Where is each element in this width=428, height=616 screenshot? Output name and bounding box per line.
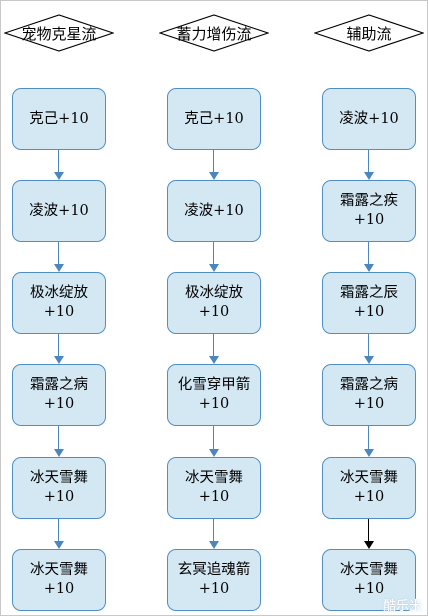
arrow-head bbox=[364, 541, 374, 549]
node-label: 冰天雪舞+10 bbox=[30, 562, 88, 597]
arrow-line bbox=[58, 519, 60, 542]
arrow-head bbox=[364, 449, 374, 457]
node-charge-damage-2: 凌波+10 bbox=[167, 180, 261, 242]
arrow-pet-counter-2-to-3 bbox=[54, 242, 64, 272]
node-pet-counter-5: 冰天雪舞+10 bbox=[12, 457, 106, 519]
node-label: 化雪穿甲箭+10 bbox=[177, 377, 251, 412]
arrow-pet-counter-5-to-6 bbox=[54, 519, 64, 549]
node-support-5: 冰天雪舞+10 bbox=[322, 457, 416, 519]
node-charge-damage-4: 化雪穿甲箭+10 bbox=[167, 364, 261, 426]
arrow-head bbox=[209, 356, 219, 364]
diamond-shape bbox=[4, 14, 114, 52]
node-label: 霜露之疾+10 bbox=[340, 193, 398, 228]
arrow-line bbox=[368, 242, 370, 265]
node-support-2: 霜露之疾+10 bbox=[322, 180, 416, 242]
arrow-support-1-to-2 bbox=[364, 150, 374, 180]
header-label: 宠物克星流 bbox=[21, 24, 97, 43]
arrow-line bbox=[58, 334, 60, 357]
arrow-support-2-to-3 bbox=[364, 242, 374, 272]
node-label: 凌波+10 bbox=[339, 110, 399, 127]
arrow-line bbox=[213, 334, 215, 357]
node-pet-counter-1: 克己+10 bbox=[12, 88, 106, 150]
arrow-head bbox=[364, 172, 374, 180]
arrow-line bbox=[368, 519, 370, 542]
node-label: 冰天雪舞+10 bbox=[185, 470, 243, 505]
arrow-pet-counter-1-to-2 bbox=[54, 150, 64, 180]
arrow-head bbox=[209, 172, 219, 180]
arrow-line bbox=[213, 519, 215, 542]
header-diamond-support: 辅助流 bbox=[314, 14, 424, 52]
arrow-pet-counter-3-to-4 bbox=[54, 334, 64, 364]
arrow-support-3-to-4 bbox=[364, 334, 374, 364]
arrow-head bbox=[209, 449, 219, 457]
arrow-line bbox=[58, 426, 60, 450]
node-charge-damage-1: 克己+10 bbox=[167, 88, 261, 150]
node-charge-damage-6: 玄冥追魂箭+10 bbox=[167, 549, 261, 611]
arrow-support-5-to-6 bbox=[364, 519, 374, 549]
node-label: 霜露之病+10 bbox=[30, 377, 88, 412]
node-label: 霜露之辰+10 bbox=[340, 285, 398, 320]
header-label: 辅助流 bbox=[346, 24, 392, 43]
node-label: 极冰绽放+10 bbox=[30, 285, 88, 320]
node-label: 凌波+10 bbox=[184, 202, 244, 219]
arrow-line bbox=[58, 242, 60, 265]
arrow-line bbox=[368, 150, 370, 173]
header-label: 蓄力增伤流 bbox=[176, 24, 252, 43]
arrow-head bbox=[54, 356, 64, 364]
arrow-head bbox=[54, 449, 64, 457]
header-diamond-charge-damage: 蓄力增伤流 bbox=[159, 14, 269, 52]
arrow-support-4-to-5 bbox=[364, 426, 374, 457]
node-support-3: 霜露之辰+10 bbox=[322, 272, 416, 334]
node-support-6: 冰天雪舞+10 bbox=[322, 549, 416, 611]
node-support-1: 凌波+10 bbox=[322, 88, 416, 150]
node-label: 冰天雪舞+10 bbox=[30, 470, 88, 505]
node-label: 冰天雪舞+10 bbox=[340, 562, 398, 597]
diamond-shape bbox=[159, 14, 269, 52]
node-charge-damage-3: 极冰绽放+10 bbox=[167, 272, 261, 334]
node-pet-counter-6: 冰天雪舞+10 bbox=[12, 549, 106, 611]
node-pet-counter-4: 霜露之病+10 bbox=[12, 364, 106, 426]
node-label: 凌波+10 bbox=[29, 202, 89, 219]
arrow-head bbox=[209, 264, 219, 272]
arrow-charge-damage-2-to-3 bbox=[209, 242, 219, 272]
node-label: 霜露之病+10 bbox=[340, 377, 398, 412]
arrow-head bbox=[54, 172, 64, 180]
arrow-charge-damage-1-to-2 bbox=[209, 150, 219, 180]
node-label: 玄冥追魂箭+10 bbox=[177, 562, 251, 597]
diamond-shape bbox=[314, 14, 424, 52]
node-support-4: 霜露之病+10 bbox=[322, 364, 416, 426]
arrow-charge-damage-5-to-6 bbox=[209, 519, 219, 549]
arrow-head bbox=[364, 264, 374, 272]
arrow-line bbox=[368, 334, 370, 357]
arrow-head bbox=[209, 541, 219, 549]
arrow-charge-damage-3-to-4 bbox=[209, 334, 219, 364]
arrow-head bbox=[54, 541, 64, 549]
arrow-line bbox=[368, 426, 370, 450]
arrow-charge-damage-4-to-5 bbox=[209, 426, 219, 457]
arrow-head bbox=[364, 356, 374, 364]
node-pet-counter-2: 凌波+10 bbox=[12, 180, 106, 242]
node-pet-counter-3: 极冰绽放+10 bbox=[12, 272, 106, 334]
arrow-line bbox=[213, 426, 215, 450]
node-charge-damage-5: 冰天雪舞+10 bbox=[167, 457, 261, 519]
arrow-pet-counter-4-to-5 bbox=[54, 426, 64, 457]
watermark: 酷乐米 bbox=[382, 599, 422, 614]
arrow-line bbox=[58, 150, 60, 173]
arrow-line bbox=[213, 242, 215, 265]
header-diamond-pet-counter: 宠物克星流 bbox=[4, 14, 114, 52]
node-label: 冰天雪舞+10 bbox=[340, 470, 398, 505]
arrow-line bbox=[213, 150, 215, 173]
node-label: 极冰绽放+10 bbox=[185, 285, 243, 320]
node-label: 克己+10 bbox=[184, 110, 244, 127]
arrow-head bbox=[54, 264, 64, 272]
node-label: 克己+10 bbox=[29, 110, 89, 127]
